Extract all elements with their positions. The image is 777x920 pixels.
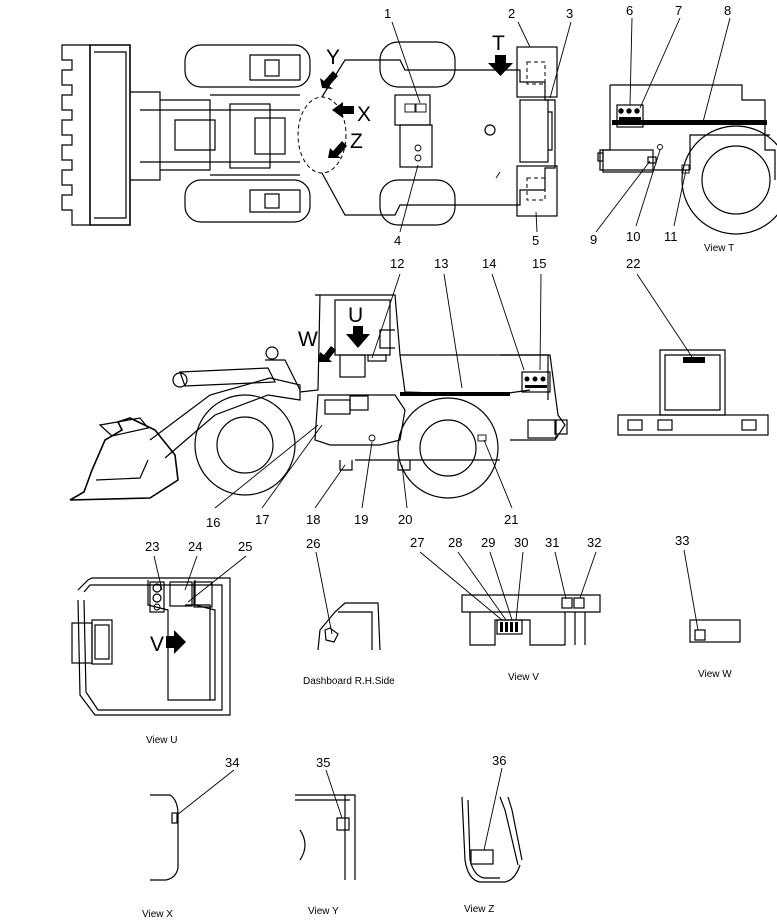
callout-36: 36: [492, 753, 506, 768]
lift-arm-side: [149, 346, 301, 459]
leader-lines: [153, 17, 731, 851]
caption-dashboard: Dashboard R.H.Side: [303, 676, 395, 687]
view-y-drawing: [295, 794, 356, 880]
callout-9: 9: [590, 232, 597, 247]
rear-grille-view: [617, 349, 769, 436]
bucket-side: [69, 417, 179, 501]
callout-23: 23: [145, 539, 159, 554]
front-wheel-side: [194, 394, 296, 496]
callout-34: 34: [225, 755, 239, 770]
callout-3: 3: [566, 6, 573, 21]
rear-wheel-side: [397, 397, 499, 499]
view-x-arrow: [332, 102, 354, 118]
bucket-top: [61, 44, 161, 226]
callout-14: 14: [482, 256, 496, 271]
callout-11: 11: [664, 229, 678, 244]
callout-27: 27: [410, 535, 424, 550]
caption-view-x: View X: [142, 909, 173, 920]
view-t-drawing: [597, 84, 777, 235]
side-view: [69, 294, 568, 501]
callout-28: 28: [448, 535, 462, 550]
view-arrow-letters: T Y X Z U W V: [150, 32, 505, 656]
callout-20: 20: [398, 512, 412, 527]
arrow-label-y: Y: [326, 46, 340, 69]
callout-7: 7: [675, 3, 682, 18]
callout-2: 2: [508, 6, 515, 21]
callout-21: 21: [504, 512, 518, 527]
view-z-drawing: [461, 796, 523, 883]
lift-linkage-top: [140, 94, 300, 176]
callout-4: 4: [394, 233, 401, 248]
view-z-arrow: [328, 141, 347, 158]
callout-16: 16: [206, 515, 220, 530]
callout-18: 18: [306, 512, 320, 527]
caption-view-t: View T: [704, 243, 734, 254]
callout-30: 30: [514, 535, 528, 550]
view-t-arrow: [488, 55, 513, 76]
callout-13: 13: [434, 256, 448, 271]
rear-frame-top: [321, 59, 556, 216]
rear-tires-top: [379, 41, 558, 226]
view-captions: View T View U Dashboard R.H.Side View V …: [142, 243, 734, 920]
caption-view-u: View U: [146, 735, 178, 746]
caption-view-z: View Z: [464, 904, 494, 915]
callout-31: 31: [545, 535, 559, 550]
callout-1: 1: [384, 6, 391, 21]
callout-25: 25: [238, 539, 252, 554]
callout-6: 6: [626, 3, 633, 18]
callout-12: 12: [390, 256, 404, 271]
callout-24: 24: [188, 539, 202, 554]
body-side: [299, 294, 568, 471]
callout-22: 22: [626, 256, 640, 271]
front-tires-top: [184, 44, 311, 223]
view-x-drawing: [150, 794, 179, 881]
callout-26: 26: [306, 536, 320, 551]
arrow-label-w: W: [298, 328, 318, 351]
caption-view-y: View Y: [308, 906, 339, 917]
top-plan-view: [61, 41, 558, 226]
callout-33: 33: [675, 533, 689, 548]
callout-32: 32: [587, 535, 601, 550]
arrow-label-v: V: [150, 633, 164, 656]
view-y-arrow: [320, 71, 338, 89]
view-v-drawing: [461, 594, 601, 646]
callout-15: 15: [532, 256, 546, 271]
view-u-drawing: [71, 577, 231, 716]
callout-19: 19: [354, 512, 368, 527]
callout-numbers: 1 2 3 4 5 6 7 8 9 10 11 12 13 14 15 16 1…: [145, 3, 731, 770]
callout-5: 5: [532, 233, 539, 248]
dashboard-rh-drawing: [317, 602, 381, 651]
arrow-label-x: X: [357, 103, 371, 126]
callout-10: 10: [626, 229, 640, 244]
view-v-arrow: [166, 630, 186, 654]
view-w-arrow: [318, 346, 336, 362]
view-u-arrow: [346, 326, 370, 348]
arrow-label-t: T: [492, 32, 505, 55]
view-w-drawing: [689, 619, 741, 643]
callout-17: 17: [255, 512, 269, 527]
view-arrows-top: [320, 55, 513, 158]
callout-35: 35: [316, 755, 330, 770]
arrow-label-u: U: [348, 304, 363, 327]
caption-view-v: View V: [508, 672, 539, 683]
arrow-label-z: Z: [350, 130, 363, 153]
caption-view-w: View W: [698, 669, 732, 680]
callout-29: 29: [481, 535, 495, 550]
callout-8: 8: [724, 3, 731, 18]
